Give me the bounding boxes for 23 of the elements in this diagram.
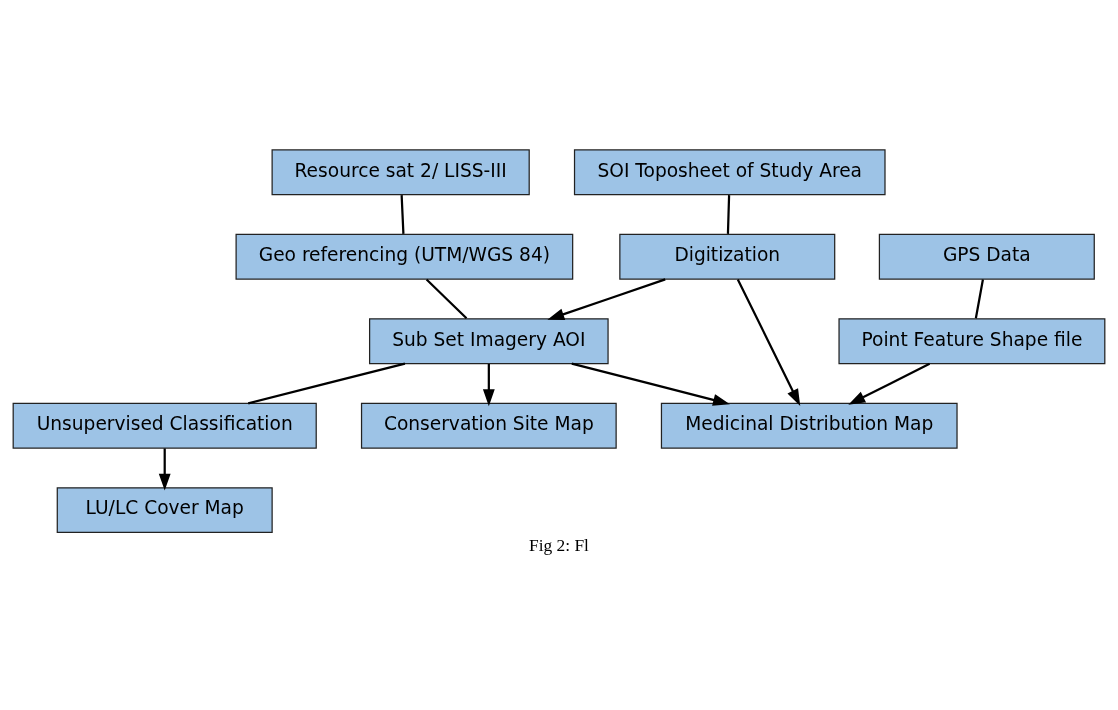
arrow [848,362,931,405]
arrow [158,447,171,491]
node-box: Medicinal Distribution Map [660,402,958,449]
node-box: Resource sat 2/ LISS-III [271,148,530,195]
connector [425,278,468,319]
node-box: Unsupervised Classification [12,402,317,449]
connector [726,194,731,234]
connector [247,362,406,404]
node-box: Point Feature Shape file [838,317,1106,364]
arrow [482,363,495,406]
node-box: LU/LC Cover Map [56,486,273,533]
node-box: Sub Set Imagery AOI [369,317,609,364]
connector [974,278,985,318]
arrow [547,277,666,320]
node-box: GPS Data [878,233,1095,280]
node-box: Digitization [619,233,836,280]
connector [400,194,405,234]
node-box: Conservation Site Map [360,402,617,449]
caption: Fig 2: Fl [529,535,589,555]
arrow [736,278,801,406]
arrow [571,362,730,406]
node-box: SOI Toposheet of Study Area [573,148,886,195]
node-box: Geo referencing (UTM/WGS 84) [235,233,574,280]
